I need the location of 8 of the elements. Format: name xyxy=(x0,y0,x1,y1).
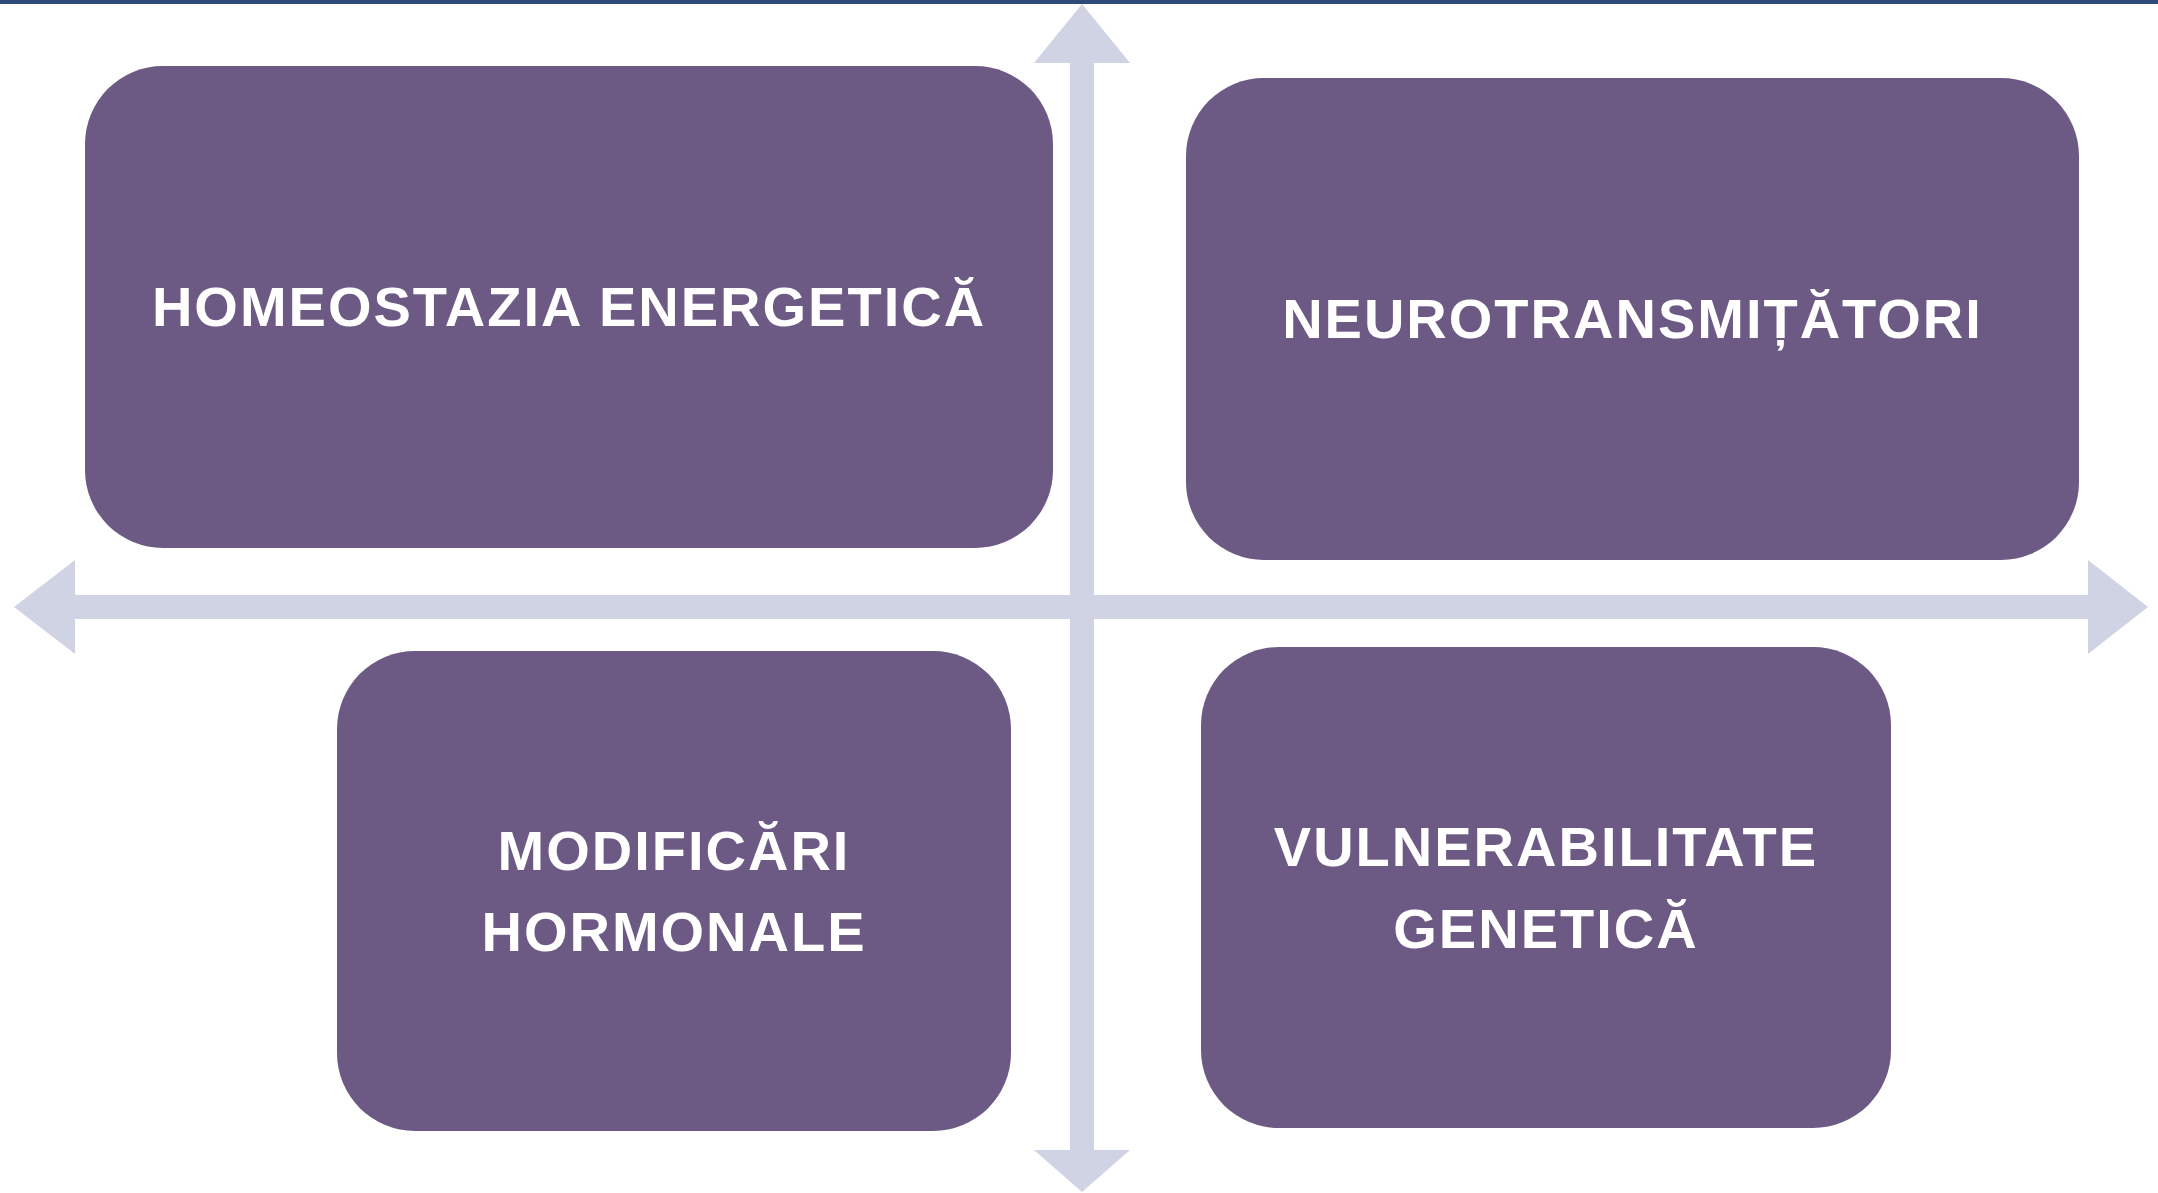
quadrant-box xyxy=(1201,647,1891,1128)
box-label: MODIFICĂRI HORMONALE xyxy=(480,817,868,965)
quadrant-box xyxy=(1186,78,2079,560)
box-label: NEUROTRANSMIȚĂTORI xyxy=(1282,286,1983,353)
quadrant-box xyxy=(85,66,1053,548)
box-label: VULNERABILITATE GENETICĂ xyxy=(1272,814,1820,962)
quadrant-box xyxy=(337,651,1011,1131)
box-label: HOMEOSTAZIA ENERGETICĂ xyxy=(151,274,987,341)
